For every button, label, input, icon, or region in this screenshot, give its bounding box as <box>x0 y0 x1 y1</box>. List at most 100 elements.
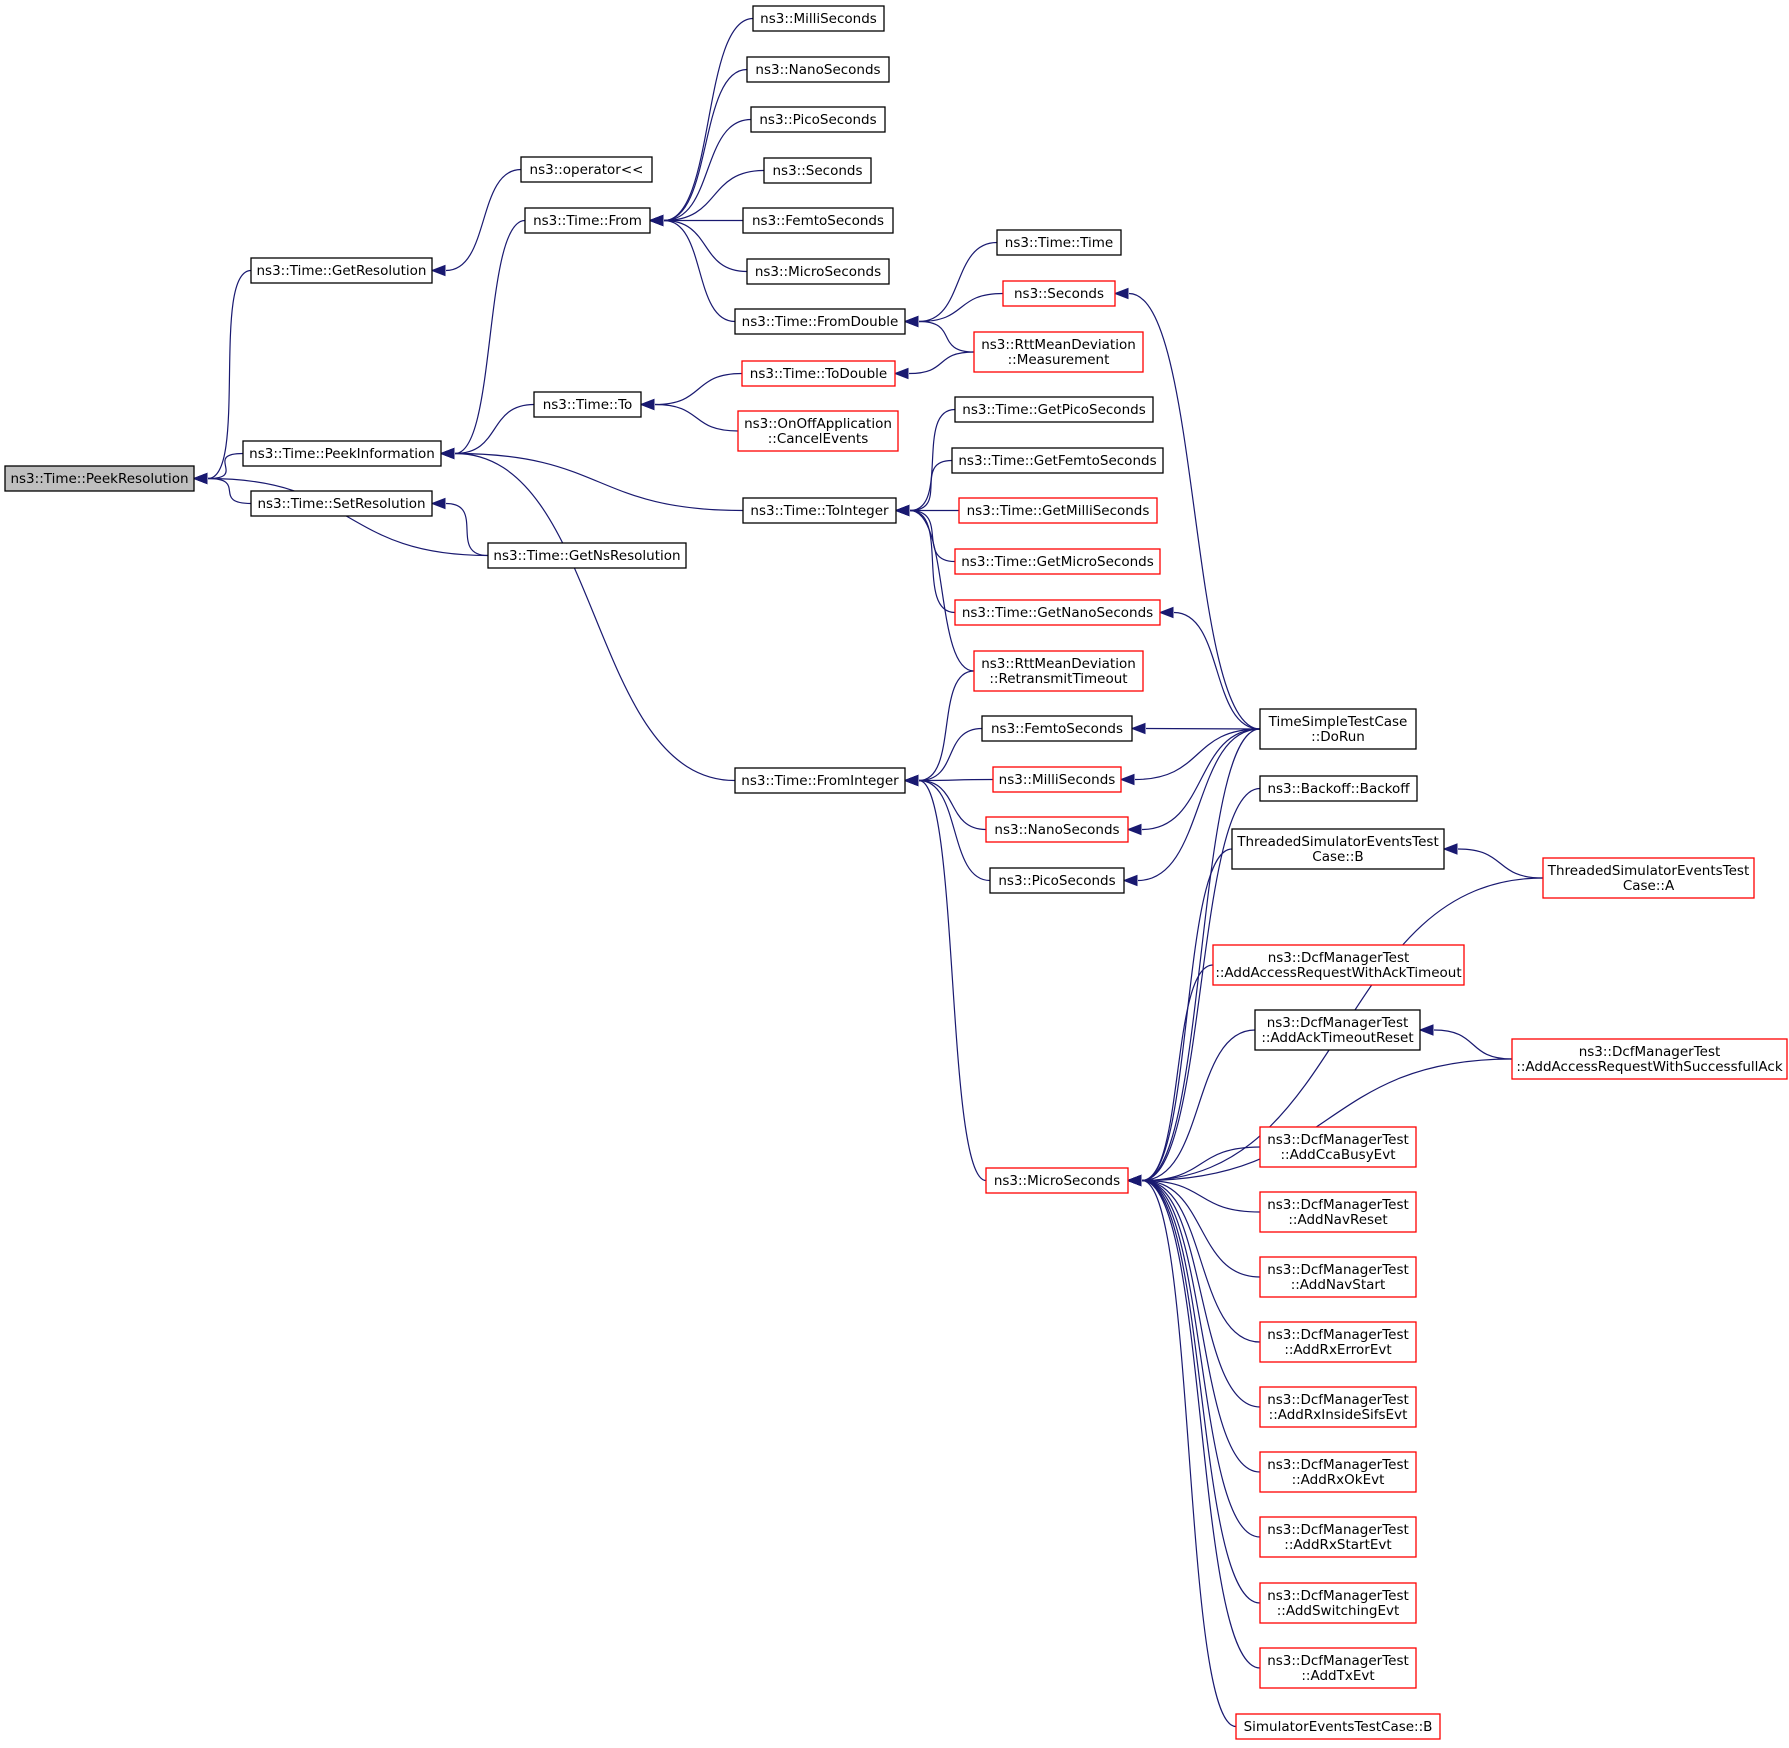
node-op-ll[interactable]: ns3::operator<< <box>520 156 653 183</box>
arrowhead-to-integer-to-retransmit <box>894 504 910 517</box>
node-box <box>734 767 906 794</box>
node-milli-a[interactable]: ns3::MilliSeconds <box>752 5 885 32</box>
node-retransmit[interactable]: ns3::RttMeanDeviation::RetransmitTimeout <box>973 650 1144 692</box>
node-nano-b[interactable]: ns3::NanoSeconds <box>985 816 1129 843</box>
node-label: ns3::Time::FromDouble <box>742 314 899 330</box>
node-label: ns3::DcfManagerTest <box>1267 1132 1409 1148</box>
node-tstc-dorun[interactable]: TimeSimpleTestCase::DoRun <box>1259 708 1417 750</box>
node-box <box>1259 1647 1417 1689</box>
node-micro-a[interactable]: ns3::MicroSeconds <box>746 258 890 285</box>
node-label: ::AddNavReset <box>1288 1212 1387 1228</box>
node-label: ns3::PicoSeconds <box>998 873 1115 889</box>
edge-get-res-to-op-ll <box>445 168 522 272</box>
edge-to-integer-to-retransmit <box>909 509 975 672</box>
node-label: ::RetransmitTimeout <box>989 671 1127 687</box>
node-micro-b[interactable]: ns3::MicroSeconds <box>985 1167 1129 1194</box>
node-get-res[interactable]: ns3::Time::GetResolution <box>250 257 433 284</box>
node-dcf-nav-start[interactable]: ns3::DcfManagerTest::AddNavStart <box>1259 1256 1417 1298</box>
edge-time-from-to-micro-a <box>663 219 748 273</box>
node-from-integer[interactable]: ns3::Time::FromInteger <box>734 767 906 794</box>
node-label: ns3::PicoSeconds <box>759 112 876 128</box>
node-peek-res[interactable]: ns3::Time::PeekResolution <box>4 465 195 492</box>
node-to-double[interactable]: ns3::Time::ToDouble <box>741 360 896 387</box>
node-box <box>750 106 886 133</box>
node-label: ns3::RttMeanDeviation <box>981 337 1136 353</box>
node-box <box>1259 1321 1417 1363</box>
node-dcf-rx-error[interactable]: ns3::DcfManagerTest::AddRxErrorEvt <box>1259 1321 1417 1363</box>
node-dcf-rx-ok[interactable]: ns3::DcfManagerTest::AddRxOkEvt <box>1259 1451 1417 1493</box>
edge-pico-b-to-tstc-dorun <box>1137 728 1261 882</box>
node-box <box>4 465 195 492</box>
node-time-to[interactable]: ns3::Time::To <box>533 391 642 418</box>
node-label: Case::B <box>1312 849 1363 865</box>
node-seconds-b[interactable]: ns3::Seconds <box>1002 280 1116 307</box>
node-time-time[interactable]: ns3::Time::Time <box>996 229 1122 256</box>
node-box <box>985 816 1129 843</box>
node-femto-a[interactable]: ns3::FemtoSeconds <box>742 207 894 234</box>
edge-peek-info-to-to-integer <box>454 452 744 512</box>
node-nano-a[interactable]: ns3::NanoSeconds <box>746 56 890 83</box>
node-get-milli[interactable]: ns3::Time::GetMilliSeconds <box>958 497 1158 524</box>
edge-micro-b-to-dcf-rx-ok <box>1141 1179 1261 1473</box>
node-dcf-ack-reset[interactable]: ns3::DcfManagerTest::AddAckTimeoutReset <box>1254 1009 1421 1051</box>
node-get-micro[interactable]: ns3::Time::GetMicroSeconds <box>954 548 1161 575</box>
edge-micro-b-to-dcf-nav-start <box>1141 1179 1261 1278</box>
node-dcf-ack-timeout[interactable]: ns3::DcfManagerTest::AddAccessRequestWit… <box>1212 944 1465 986</box>
node-set-res[interactable]: ns3::Time::SetResolution <box>250 490 433 517</box>
node-dcf-succ-ack[interactable]: ns3::DcfManagerTest::AddAccessRequestWit… <box>1511 1038 1788 1080</box>
node-dcf-cca[interactable]: ns3::DcfManagerTest::AddCcaBusyEvt <box>1259 1126 1417 1168</box>
arrowhead-seconds-b-to-tstc-dorun <box>1113 287 1129 300</box>
node-box <box>1235 1713 1441 1740</box>
node-box <box>985 1167 1129 1194</box>
node-get-nano[interactable]: ns3::Time::GetNanoSeconds <box>954 599 1161 626</box>
node-label: ns3::DcfManagerTest <box>1267 1015 1409 1031</box>
arrowhead-nano-b-to-tstc-dorun <box>1126 823 1142 836</box>
node-cancel-events[interactable]: ns3::OnOffApplication::CancelEvents <box>737 410 899 452</box>
node-box <box>951 447 1164 474</box>
arrowhead-time-from-to-from-double <box>648 214 664 227</box>
node-label: ns3::Time::GetNsResolution <box>493 548 680 564</box>
edge-milli-b-to-tstc-dorun <box>1134 728 1261 781</box>
node-dcf-switching[interactable]: ns3::DcfManagerTest::AddSwitchingEvt <box>1259 1582 1417 1624</box>
arrowhead-get-res-to-op-ll <box>430 264 446 277</box>
node-pico-b[interactable]: ns3::PicoSeconds <box>989 867 1125 894</box>
node-label: ns3::operator<< <box>530 162 644 178</box>
node-femto-b[interactable]: ns3::FemtoSeconds <box>981 715 1133 742</box>
edge-to-integer-to-get-pico <box>909 408 956 512</box>
node-measurement[interactable]: ns3::RttMeanDeviation::Measurement <box>973 331 1144 373</box>
node-label: ns3::DcfManagerTest <box>1268 950 1410 966</box>
node-dcf-nav-reset[interactable]: ns3::DcfManagerTest::AddNavReset <box>1259 1191 1417 1233</box>
node-setc-b[interactable]: SimulatorEventsTestCase::B <box>1235 1713 1441 1740</box>
edge-micro-b-to-backoff <box>1141 787 1261 1182</box>
node-label: ns3::Time::Time <box>1005 235 1113 251</box>
node-label: ns3::DcfManagerTest <box>1267 1392 1409 1408</box>
node-box <box>487 542 687 569</box>
node-box <box>1259 1451 1417 1493</box>
node-time-from[interactable]: ns3::Time::From <box>524 207 651 234</box>
node-get-pico[interactable]: ns3::Time::GetPicoSeconds <box>954 396 1154 423</box>
node-milli-b[interactable]: ns3::MilliSeconds <box>992 766 1122 793</box>
node-dcf-tx[interactable]: ns3::DcfManagerTest::AddTxEvt <box>1259 1647 1417 1689</box>
node-label: ns3::MilliSeconds <box>760 11 877 27</box>
node-to-integer[interactable]: ns3::Time::ToInteger <box>742 497 897 524</box>
node-label: ns3::OnOffApplication <box>744 416 892 432</box>
node-label: ::AddAccessRequestWithAckTimeout <box>1215 965 1461 981</box>
node-label: ::AddRxErrorEvt <box>1284 1342 1391 1358</box>
edge-peek-info-to-from-integer <box>454 452 736 782</box>
node-peek-info[interactable]: ns3::Time::PeekInformation <box>242 440 442 467</box>
node-pico-a[interactable]: ns3::PicoSeconds <box>750 106 886 133</box>
arrowhead-from-integer-to-micro-b <box>903 774 919 787</box>
node-label: ::AddTxEvt <box>1301 1668 1374 1684</box>
arrowhead-femto-b-to-tstc-dorun <box>1130 722 1146 735</box>
node-from-double[interactable]: ns3::Time::FromDouble <box>734 308 906 335</box>
node-box <box>742 207 894 234</box>
node-backoff[interactable]: ns3::Backoff::Backoff <box>1259 775 1418 802</box>
node-seconds-a[interactable]: ns3::Seconds <box>763 157 872 184</box>
node-label: ns3::Time::GetMilliSeconds <box>967 503 1150 519</box>
node-dcf-rx-inside[interactable]: ns3::DcfManagerTest::AddRxInsideSifsEvt <box>1259 1386 1417 1428</box>
node-get-femto[interactable]: ns3::Time::GetFemtoSeconds <box>951 447 1164 474</box>
node-dcf-rx-start[interactable]: ns3::DcfManagerTest::AddRxStartEvt <box>1259 1516 1417 1558</box>
node-get-ns-res[interactable]: ns3::Time::GetNsResolution <box>487 542 687 569</box>
